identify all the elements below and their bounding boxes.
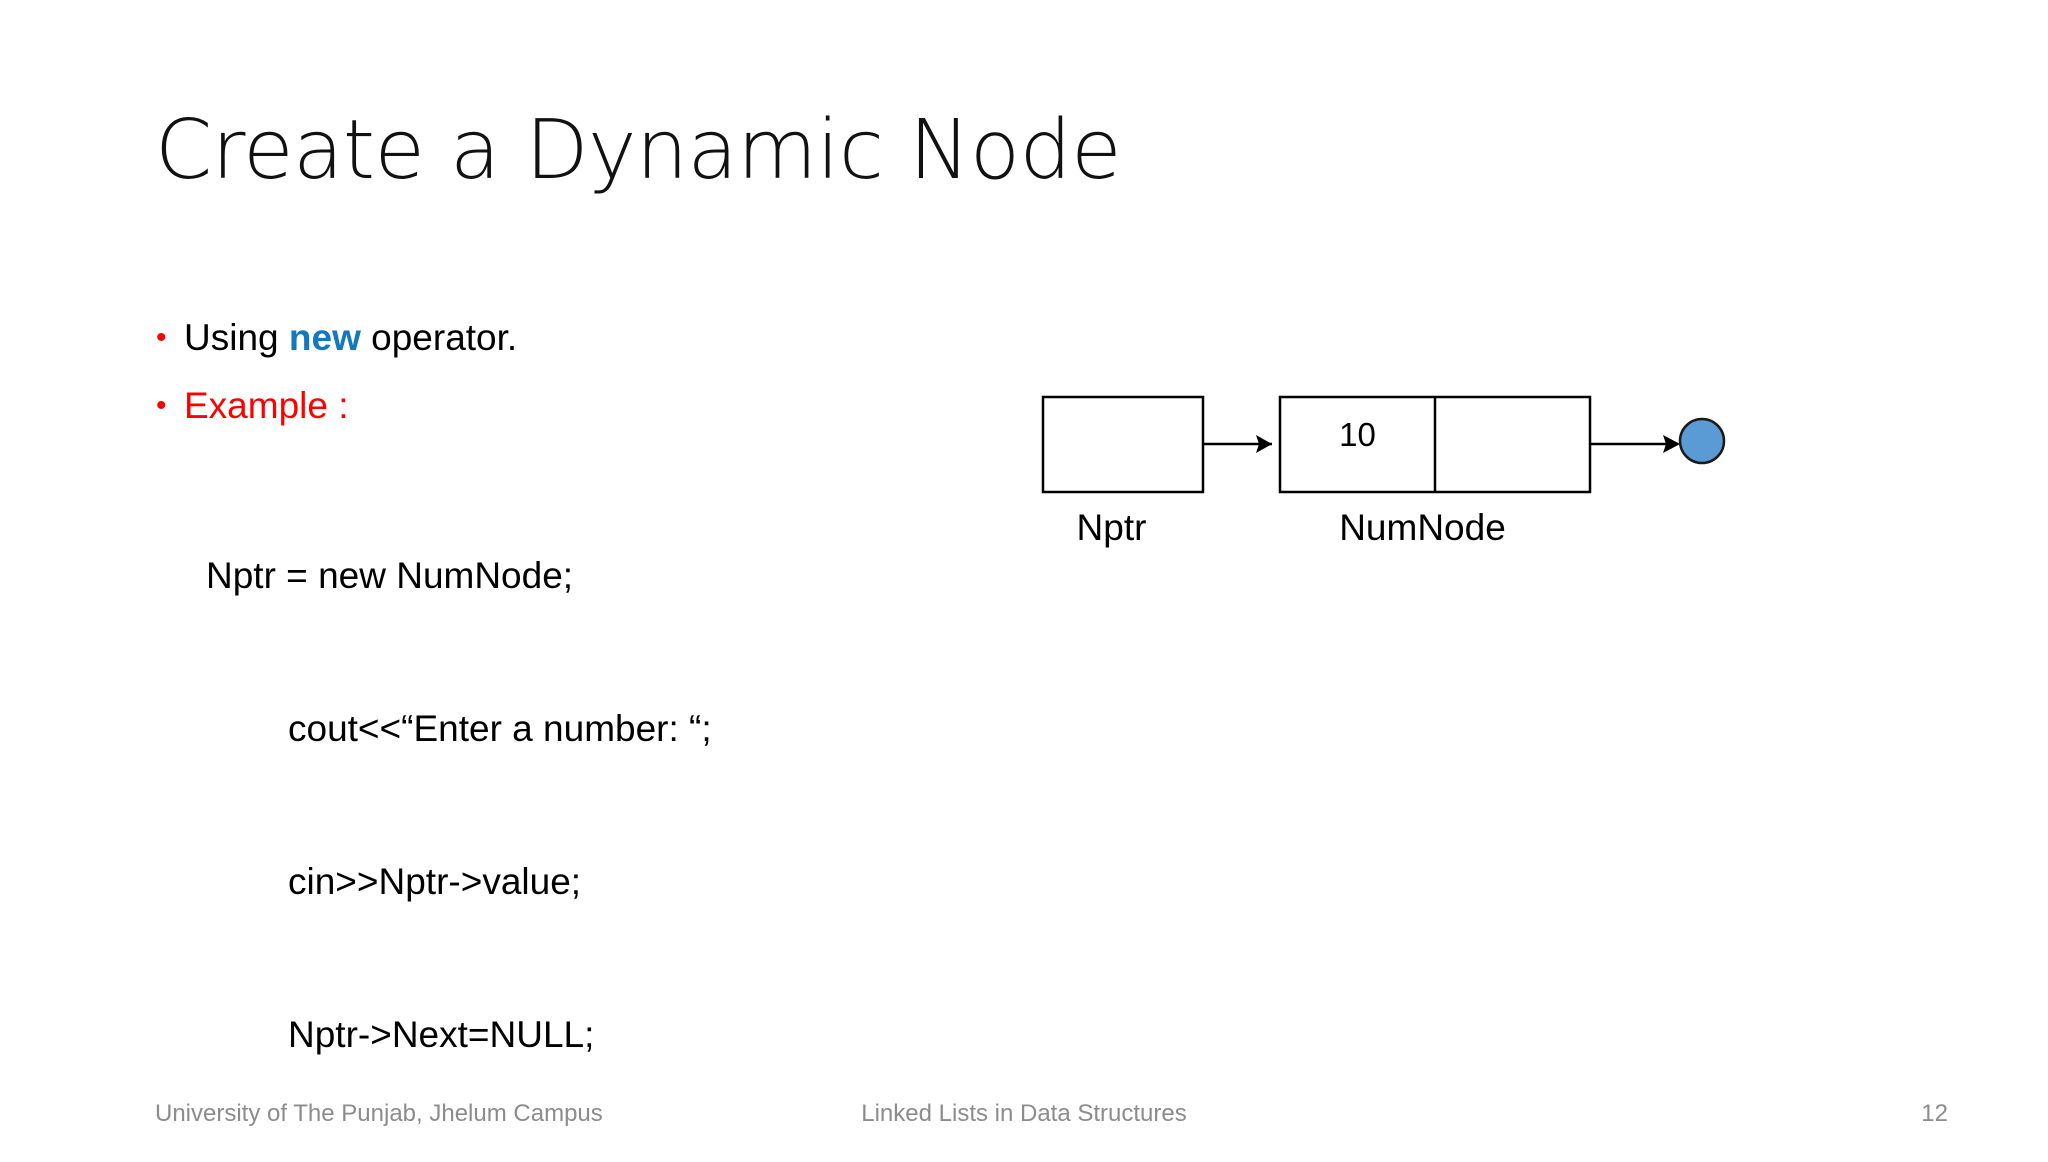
node-box-label: NumNode (1339, 507, 1506, 548)
footer-topic: Linked Lists in Data Structures (861, 1100, 1187, 1127)
linked-list-diagram: 10 Nptr NumNode (1020, 380, 1780, 580)
bullet-text-suffix: operator. (360, 317, 518, 358)
pointer-box (1041, 395, 1205, 494)
bullet-item-label: Using new operator. (184, 312, 517, 364)
arrow-right-icon (1663, 435, 1680, 453)
slide-body: • Using new operator. • Example : Nptr =… (150, 312, 990, 1162)
filled-circle-icon (1678, 417, 1726, 465)
bullet-item-example: • Example : (150, 380, 990, 432)
code-line: Nptr = new NumNode; (206, 555, 574, 596)
code-line: cin>>Nptr->value; (288, 861, 582, 902)
bullet-marker-icon: • (156, 321, 167, 354)
arrow-right-icon (1256, 435, 1272, 453)
bullet-text-prefix: Using (184, 317, 289, 358)
bullet-marker-icon: • (156, 389, 167, 422)
diagram-svg (1041, 395, 1726, 494)
code-line: cout<<“Enter a number: “; (288, 708, 712, 749)
footer-page-number: 12 (1921, 1100, 1948, 1127)
code-block: Nptr = new NumNode; cout<<“Enter a numbe… (206, 448, 990, 1162)
slide-footer: University of The Punjab, Jhelum Campus … (0, 1082, 2048, 1152)
page-title: Create a Dynamic Node (155, 103, 1122, 198)
node-value-label: 10 (1339, 416, 1376, 453)
pointer-box-label: Nptr (1076, 507, 1147, 548)
footer-organization: University of The Punjab, Jhelum Campus (155, 1100, 603, 1127)
bullet-item-label: Example : (184, 385, 349, 426)
bullet-item-using-new: • Using new operator. (150, 312, 990, 364)
code-line: Nptr->Next=NULL; (288, 1014, 595, 1055)
keyword-new: new (288, 317, 361, 358)
